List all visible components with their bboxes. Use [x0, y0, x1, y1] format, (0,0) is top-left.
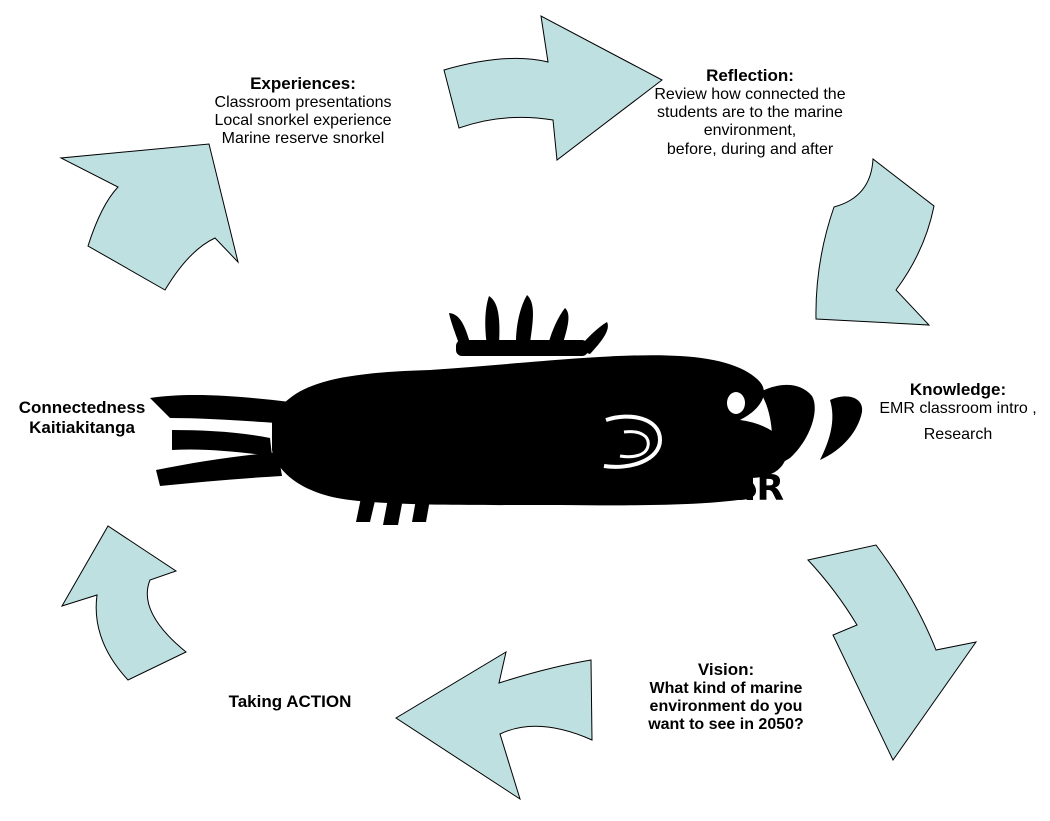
- reflection-line-1: Review how connected the: [654, 85, 846, 103]
- node-action: Taking ACTION: [190, 692, 390, 712]
- arrow-right-lower: [807, 544, 978, 761]
- vision-line-3: want to see in 2050?: [648, 716, 804, 734]
- arrow-left-upper: [59, 143, 239, 291]
- node-reflection: Reflection: Review how connected the stu…: [600, 66, 900, 159]
- experiences-title: Experiences:: [250, 74, 356, 93]
- experiences-line-3: Marine reserve snorkel: [221, 130, 385, 148]
- reflection-title: Reflection:: [706, 66, 794, 85]
- logo-text: EMR: [696, 468, 784, 509]
- vision-line-2: environment do you: [649, 697, 803, 715]
- vision-title: Vision:: [697, 660, 755, 679]
- arrow-top-right: [443, 15, 663, 161]
- node-vision: Vision: What kind of marine environment …: [606, 660, 846, 735]
- knowledge-title: Knowledge:: [909, 380, 1007, 399]
- connectedness-line-1: Connectedness: [18, 398, 146, 417]
- experiences-line-1: Classroom presentations: [214, 93, 392, 111]
- reflection-line-3: environment,: [703, 122, 797, 140]
- connectedness-line-2: Kaitiakitanga: [29, 417, 135, 437]
- experiences-line-2: Local snorkel experience: [214, 111, 392, 129]
- vision-line-1: What kind of marine: [649, 679, 803, 697]
- reflection-line-4: before, during and after: [666, 140, 834, 158]
- arrow-left-lower: [60, 525, 187, 681]
- node-connectedness: Connectedness Kaitiakitanga: [4, 398, 160, 437]
- node-knowledge: Knowledge: EMR classroom intro , Researc…: [858, 380, 1050, 444]
- arrow-right-upper: [815, 158, 935, 326]
- knowledge-line-1: EMR classroom intro ,: [879, 399, 1037, 417]
- reflection-line-2: students are to the marine: [657, 103, 843, 121]
- action-title: Taking ACTION: [228, 692, 352, 711]
- node-experiences: Experiences: Classroom presentations Loc…: [168, 74, 438, 149]
- arrow-bottom: [395, 650, 593, 801]
- knowledge-line-2: Research: [923, 426, 993, 444]
